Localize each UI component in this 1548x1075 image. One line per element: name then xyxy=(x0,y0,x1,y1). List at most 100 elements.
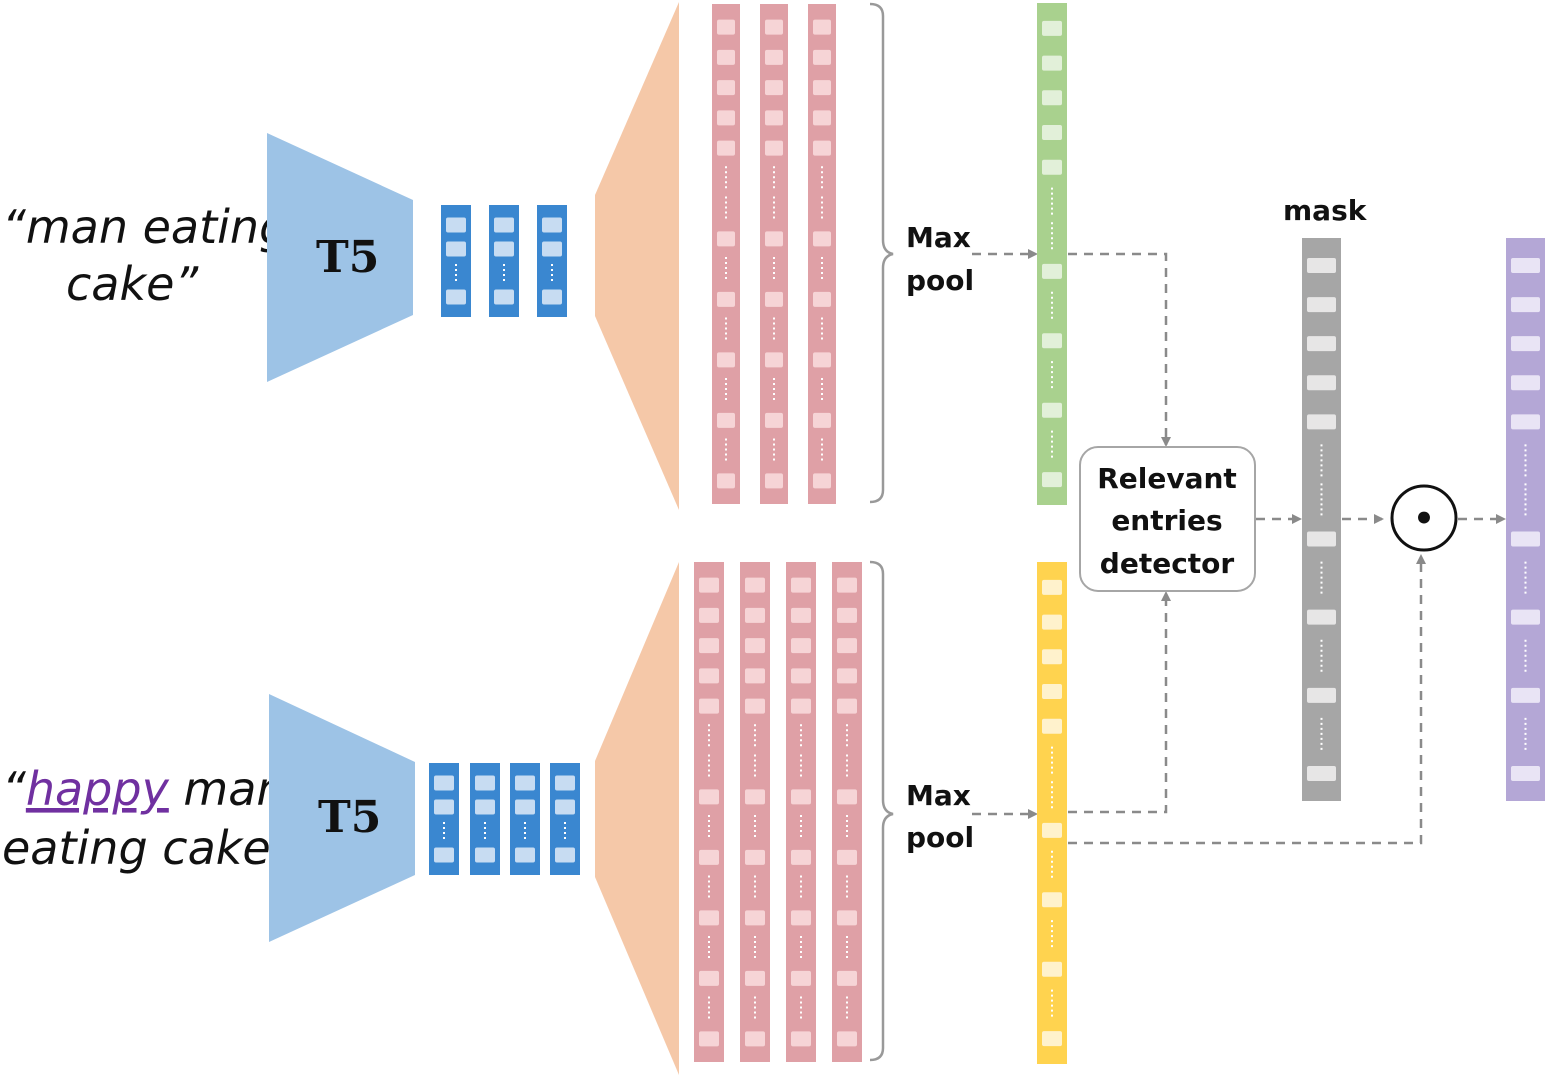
vector-cell xyxy=(1307,609,1336,625)
vector-cell xyxy=(837,849,857,865)
vector-cell xyxy=(813,291,831,307)
vector-cell xyxy=(765,110,783,126)
vector-cell xyxy=(1042,684,1062,699)
vector-cell xyxy=(813,49,831,65)
vector-cell xyxy=(717,140,735,156)
vector-cell xyxy=(699,970,719,986)
vector-cell xyxy=(699,849,719,865)
vector-cell xyxy=(745,607,765,623)
vector-cell xyxy=(699,607,719,623)
bottom-prompt-line2: eating cake” xyxy=(2,821,296,875)
vector-cell xyxy=(434,847,454,863)
vector-cell xyxy=(555,775,575,791)
vector-cell xyxy=(1511,531,1540,547)
bottom-t5-encoder xyxy=(269,694,415,942)
mask-vector xyxy=(1302,238,1341,801)
top-brace xyxy=(869,2,894,504)
vector-column xyxy=(786,562,816,1062)
vector-cell xyxy=(765,412,783,428)
vector-column xyxy=(1506,238,1545,801)
vector-cell xyxy=(494,217,514,233)
vector-cell xyxy=(791,970,811,986)
vector-cell xyxy=(1307,375,1336,391)
vector-cell xyxy=(446,217,466,233)
vector-cell xyxy=(494,241,514,257)
vector-column xyxy=(1037,562,1067,1064)
vector-cell xyxy=(791,1031,811,1047)
vector-cell xyxy=(699,1031,719,1047)
vector-cell xyxy=(745,577,765,593)
vector-column xyxy=(832,562,862,1062)
vector-cell xyxy=(542,217,562,233)
vector-cell xyxy=(791,849,811,865)
green-to-detector-arrow xyxy=(1068,252,1171,447)
vector-cell xyxy=(745,789,765,805)
vector-cell xyxy=(1042,333,1062,349)
vector-cell xyxy=(791,638,811,654)
vector-cell xyxy=(837,668,857,684)
vector-cell xyxy=(837,698,857,714)
yellow-to-operator-arrow xyxy=(1068,554,1426,845)
vector-cell xyxy=(542,289,562,305)
vector-cell xyxy=(791,577,811,593)
vector-cell xyxy=(837,789,857,805)
top-maxpool-line2: pool xyxy=(906,264,974,297)
vector-column xyxy=(712,4,740,504)
vector-cell xyxy=(745,698,765,714)
vector-cell xyxy=(1042,20,1062,36)
vector-cell xyxy=(1511,765,1540,781)
vector-cell xyxy=(837,577,857,593)
top-prompt-line1: “man eating xyxy=(2,200,288,254)
vector-cell xyxy=(446,289,466,305)
vector-cell xyxy=(1042,892,1062,908)
top-row: “man eating cake” T5 Senc Max pool xyxy=(2,2,1067,510)
vector-cell xyxy=(475,847,495,863)
vector-cell xyxy=(813,110,831,126)
vector-cell xyxy=(555,847,575,863)
detector-line1: Relevant xyxy=(1097,462,1237,495)
vector-cell xyxy=(475,775,495,791)
bottom-brace xyxy=(869,560,894,1062)
vector-cell xyxy=(717,291,735,307)
vector-cell xyxy=(791,668,811,684)
vector-cell xyxy=(837,607,857,623)
vector-column xyxy=(740,562,770,1062)
vector-cell xyxy=(1042,55,1062,71)
vector-cell xyxy=(1307,414,1336,430)
bottom-t5-label: T5 xyxy=(318,792,381,843)
vector-cell xyxy=(791,789,811,805)
vector-cell xyxy=(1511,375,1540,391)
bottom-prompt-line1: “happy man xyxy=(2,762,286,816)
top-pooled-vector xyxy=(1037,3,1067,505)
top-senc-fan xyxy=(595,2,679,510)
bottom-pooled-vector xyxy=(1037,562,1067,1064)
vector-cell xyxy=(717,110,735,126)
vector-column xyxy=(694,562,724,1062)
vector-cell xyxy=(717,473,735,489)
vector-cell xyxy=(837,638,857,654)
operator-symbol: • xyxy=(1413,499,1435,539)
vector-cell xyxy=(837,910,857,926)
vector-cell xyxy=(765,19,783,35)
vector-cell xyxy=(745,1031,765,1047)
vector-cell xyxy=(765,140,783,156)
vector-cell xyxy=(837,970,857,986)
vector-cell xyxy=(745,849,765,865)
vector-cell xyxy=(791,910,811,926)
output-vector xyxy=(1506,238,1545,801)
top-t5-encoder xyxy=(267,133,413,382)
top-token-columns xyxy=(441,205,567,317)
vector-cell xyxy=(515,799,535,815)
vector-cell xyxy=(1511,687,1540,703)
vector-cell xyxy=(745,970,765,986)
vector-cell xyxy=(475,799,495,815)
vector-cell xyxy=(1511,258,1540,274)
vector-cell xyxy=(717,19,735,35)
detector-line2: entries xyxy=(1111,504,1222,537)
vector-cell xyxy=(1042,263,1062,279)
vector-column xyxy=(1037,3,1067,505)
vector-cell xyxy=(717,352,735,368)
vector-cell xyxy=(813,19,831,35)
bottom-token-columns xyxy=(429,763,580,875)
